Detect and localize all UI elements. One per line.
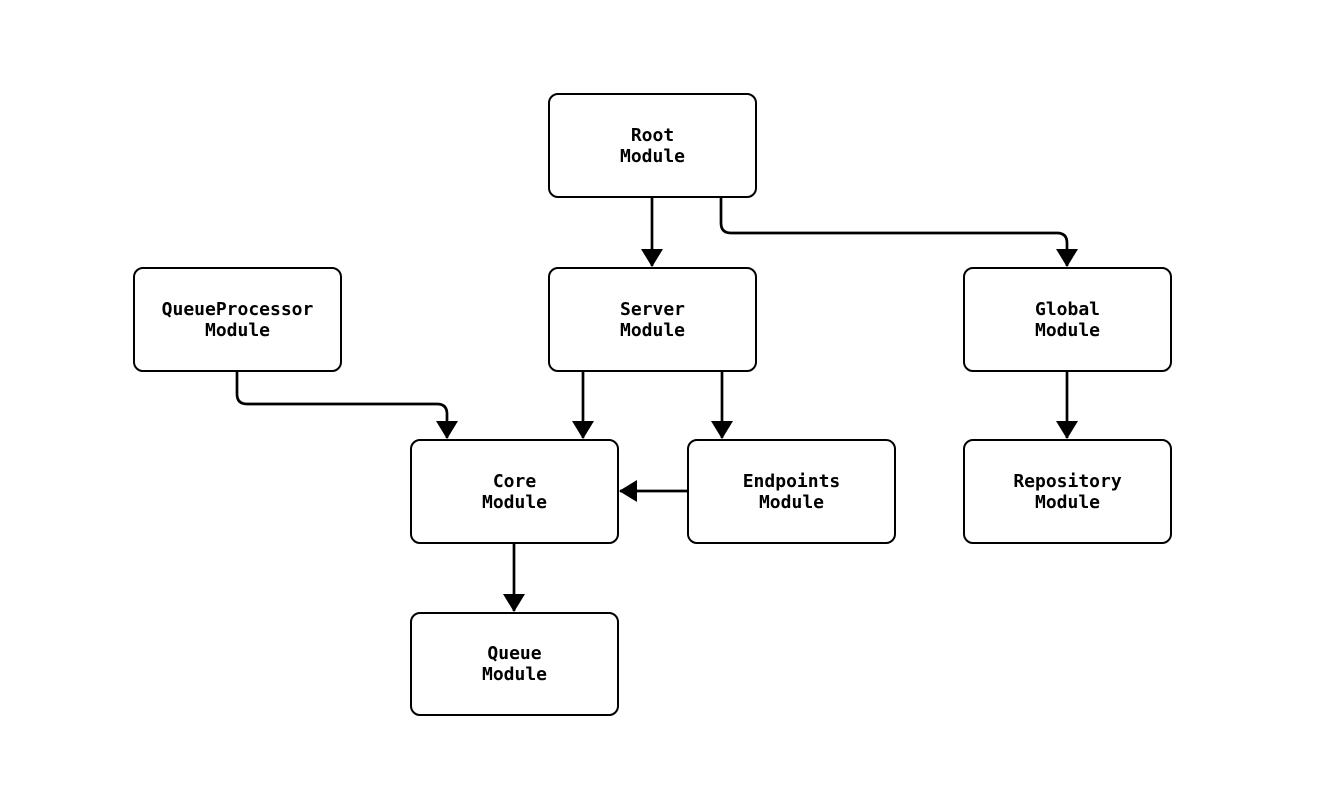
edge-root-global [719,198,1078,267]
node-label-server: Server Module [619,298,686,341]
node-label-queueprocessor: QueueProcessor Module [161,298,314,341]
node-label-repository: Repository Module [1013,470,1122,513]
node-queue: Queue Module [410,612,619,716]
node-label-root: Root Module [619,124,686,167]
node-label-queue: Queue Module [481,643,548,685]
node-label-endpoints: Endpoints Module [742,470,841,513]
node-global: Global Module [963,267,1172,372]
node-core: Core Module [410,439,619,544]
edge-queueprocessor-core [235,372,458,439]
node-server: Server Module [548,267,757,372]
node-queueprocessor: QueueProcessor Module [133,267,342,372]
node-endpoints: Endpoints Module [687,439,896,544]
node-label-global: Global Module [1034,298,1101,341]
node-repository: Repository Module [963,439,1172,544]
node-root: Root Module [548,93,757,198]
node-label-core: Core Module [481,470,548,513]
